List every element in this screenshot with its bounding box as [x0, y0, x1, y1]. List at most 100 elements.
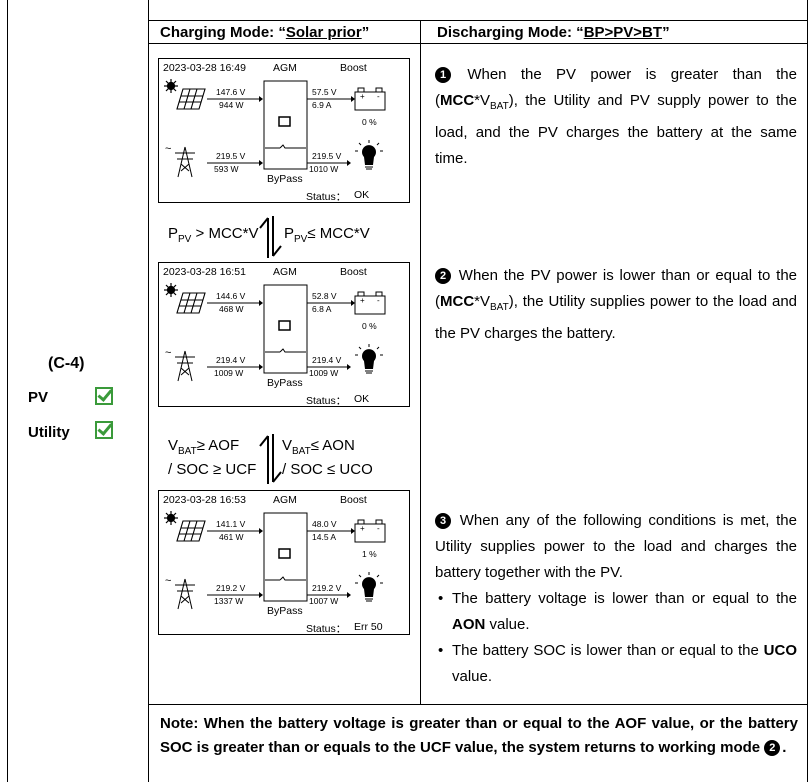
table-col-divider-1 — [148, 0, 149, 782]
bypass-label: ByPass — [267, 377, 303, 389]
battery-soc: 0 % — [362, 321, 377, 331]
table-left-border — [7, 0, 8, 782]
grid-power: 1009 W — [214, 368, 244, 378]
load-voltage: 219.5 V — [312, 151, 342, 161]
description-2: 2 When the PV power is lower than or equ… — [435, 267, 797, 342]
pv-power: 468 W — [219, 304, 244, 314]
sun-icon — [164, 79, 178, 93]
lcd-datetime: 2023-03-28 16:49 — [163, 62, 246, 74]
lcd-diagram: +- ~ — [164, 511, 386, 610]
lcd-screen-3: 2023-03-28 16:53 AGM Boost +- ~ — [158, 490, 410, 635]
svg-text:~: ~ — [165, 143, 171, 155]
status-label: Status： — [306, 191, 347, 203]
svg-text:+: + — [360, 296, 365, 305]
transition-1-left: PPV > MCC*V — [168, 225, 259, 245]
lightbulb-icon — [355, 572, 383, 602]
solar-panel-icon — [176, 292, 206, 314]
power-tower-icon — [175, 578, 195, 610]
svg-text:-: - — [377, 524, 380, 533]
mode-code: (C-4) — [48, 355, 85, 372]
status-value: Err 50 — [354, 621, 383, 633]
transition-2-arrows-icon — [259, 434, 282, 484]
transition-2-left: VBAT≥ AOF / SOC ≥ UCF — [168, 437, 257, 478]
note: Note: When the battery voltage is greate… — [160, 715, 798, 756]
load-power: 1009 W — [309, 368, 339, 378]
lcd-battery-type: AGM — [273, 62, 297, 74]
pv-label: PV — [28, 389, 49, 406]
table-note-rule — [148, 704, 808, 705]
lcd-datetime: 2023-03-28 16:51 — [163, 266, 246, 278]
step-3-icon: 3 — [435, 513, 451, 529]
lcd-stage: Boost — [340, 266, 367, 278]
load-voltage: 219.2 V — [312, 583, 342, 593]
load-power: 1010 W — [309, 164, 339, 174]
lcd-battery-type: AGM — [273, 266, 297, 278]
lcd-diagram: +- ~ — [164, 79, 386, 178]
pv-voltage: 144.6 V — [216, 291, 246, 301]
power-tower-icon — [175, 146, 195, 178]
lcd-stage: Boost — [340, 62, 367, 74]
lightbulb-icon — [355, 140, 383, 170]
pv-checked-icon — [95, 387, 113, 405]
table-header-rule-bottom — [148, 43, 808, 44]
solar-panel-icon — [176, 88, 206, 110]
svg-text:-: - — [377, 296, 380, 305]
description-1: 1 When the PV power is greater than the … — [435, 66, 797, 167]
lcd-stage: Boost — [340, 494, 367, 506]
grid-power: 593 W — [214, 164, 239, 174]
battery-soc: 0 % — [362, 117, 377, 127]
lcd-battery-type: AGM — [273, 494, 297, 506]
battery-icon: +- — [354, 87, 386, 111]
transition-1-right: PPV≤ MCC*V — [284, 225, 370, 245]
charging-mode-header: Charging Mode: “Solar prior” — [160, 24, 370, 41]
sun-icon — [164, 283, 178, 297]
utility-label: Utility — [28, 424, 70, 441]
pv-voltage: 141.1 V — [216, 519, 246, 529]
battery-current: 6.9 A — [312, 100, 332, 110]
battery-voltage: 48.0 V — [312, 519, 337, 529]
svg-text:+: + — [360, 92, 365, 101]
battery-voltage: 57.5 V — [312, 87, 337, 97]
lcd-screen-2: 2023-03-28 16:51 AGM Boost +- ~ — [158, 262, 410, 407]
grid-voltage: 219.5 V — [216, 151, 246, 161]
power-tower-icon — [175, 350, 195, 382]
status-label: Status： — [306, 395, 347, 407]
bypass-label: ByPass — [267, 173, 303, 185]
battery-icon: +- — [354, 291, 386, 315]
bypass-label: ByPass — [267, 605, 303, 617]
lcd-datetime: 2023-03-28 16:53 — [163, 494, 246, 506]
svg-text:~: ~ — [165, 347, 171, 359]
grid-voltage: 219.4 V — [216, 355, 246, 365]
step-2-icon: 2 — [435, 268, 451, 284]
table-header-rule — [148, 20, 808, 21]
table-col-divider-2 — [420, 20, 421, 705]
status-value: OK — [354, 393, 370, 405]
transition-1-arrows-icon — [259, 216, 282, 258]
bullet-1: •The battery voltage is lower than or eq… — [438, 590, 797, 633]
lcd-diagram: +- ~ — [164, 283, 386, 382]
utility-checked-icon — [95, 421, 113, 439]
status-value: OK — [354, 189, 370, 201]
pv-power: 461 W — [219, 532, 244, 542]
load-voltage: 219.4 V — [312, 355, 342, 365]
svg-text:-: - — [377, 92, 380, 101]
mode-2-icon: 2 — [764, 740, 781, 756]
battery-current: 6.8 A — [312, 304, 332, 314]
pv-power: 944 W — [219, 100, 244, 110]
pv-voltage: 147.6 V — [216, 87, 246, 97]
solar-panel-icon — [176, 520, 206, 542]
svg-text:~: ~ — [165, 575, 171, 587]
battery-icon: +- — [354, 519, 386, 543]
load-power: 1007 W — [309, 596, 339, 606]
step-1-icon: 1 — [435, 67, 451, 83]
lightbulb-icon — [355, 344, 383, 374]
bullet-2: •The battery SOC is lower than or equal … — [438, 642, 797, 685]
status-label: Status： — [306, 623, 347, 635]
battery-current: 14.5 A — [312, 532, 337, 542]
battery-voltage: 52.8 V — [312, 291, 337, 301]
grid-voltage: 219.2 V — [216, 583, 246, 593]
sun-icon — [164, 511, 178, 525]
description-3: 3 When any of the following conditions i… — [435, 512, 797, 581]
battery-soc: 1 % — [362, 549, 377, 559]
svg-text:+: + — [360, 524, 365, 533]
